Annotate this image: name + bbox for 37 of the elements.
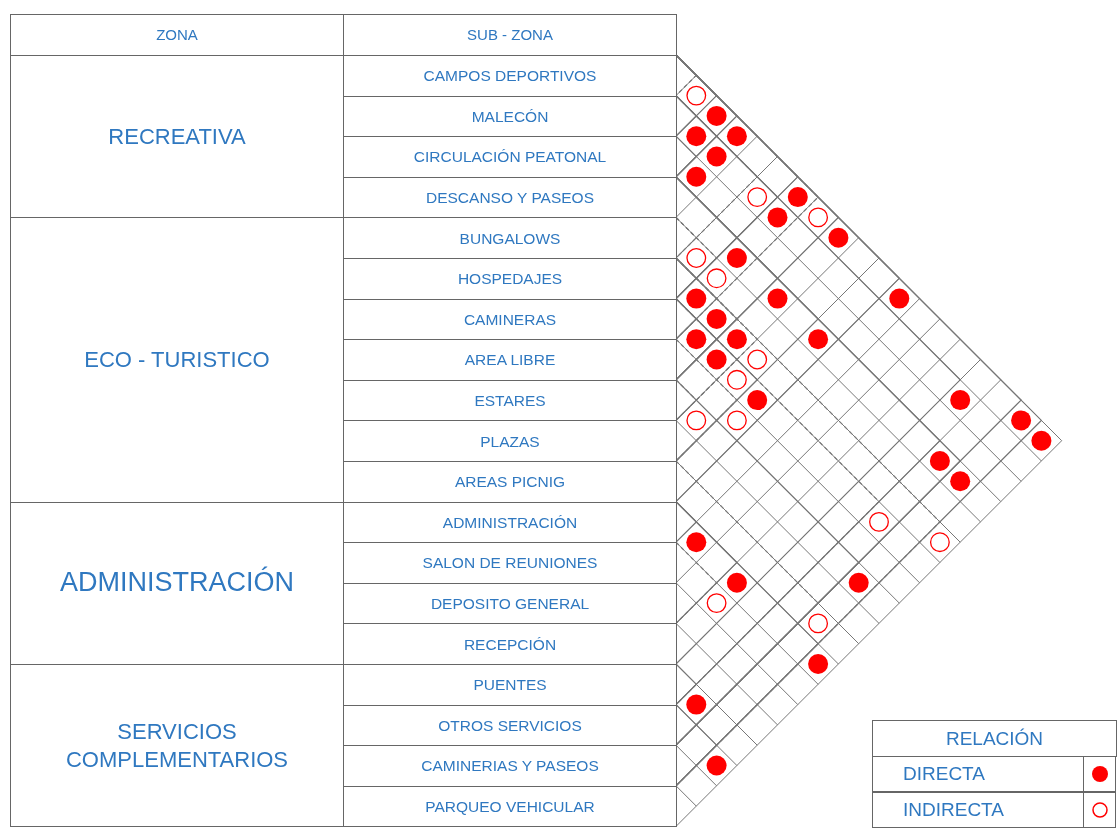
column-header: SUB - ZONA <box>467 25 553 45</box>
sub-zone-name: PUENTES <box>473 675 547 695</box>
sub-zone-name: ADMINISTRACIÓN <box>442 512 578 533</box>
direct-relation-dot <box>675 663 698 706</box>
column-header: ZONA <box>156 25 198 45</box>
header-cell <box>343 14 677 56</box>
sub-zone-name: SALON DE REUNIONES <box>422 553 598 573</box>
zone-name: ADMINISTRACIÓN <box>60 566 294 600</box>
sub-zone-name: BUNGALOWS <box>459 228 561 248</box>
sub-zone-name: MALECÓN <box>471 106 549 127</box>
sub-zone-name: CAMPOS DEPORTIVOS <box>423 66 597 86</box>
header-cell <box>10 14 344 56</box>
sub-zone-name: CAMINERAS <box>463 309 557 330</box>
sub-zone-name: DEPOSITO GENERAL <box>430 593 590 614</box>
zone-cell <box>10 664 344 828</box>
zone-name: ECO - TURISTICO <box>84 346 270 374</box>
sub-zone-name: AREA LIBRE <box>464 350 556 370</box>
sub-zone-name: PARQUEO VEHICULAR <box>425 796 595 817</box>
zone-name: SERVICIOS COMPLEMENTARIOS <box>64 718 290 774</box>
direct-relation-dot <box>675 704 718 787</box>
sub-zone-cell <box>343 785 677 828</box>
legend-text: DIRECTA <box>903 763 985 785</box>
zone-name: RECREATIVA <box>108 122 246 151</box>
legend-text: INDIRECTA <box>903 799 1004 821</box>
legend-title: RELACIÓN <box>945 726 1044 751</box>
sub-zone-name: CIRCULACIÓN PEATONAL <box>413 147 607 167</box>
sub-zone-name: CAMINERIAS Y PASEOS <box>421 756 599 776</box>
sub-zone-name: PLAZAS <box>480 431 540 451</box>
direct-relation-dot <box>675 379 860 746</box>
sub-zone-name: OTROS SERVICIOS <box>438 715 582 736</box>
sub-zone-name: HOSPEDAJES <box>457 269 563 289</box>
sub-zone-name: ESTARES <box>474 390 546 411</box>
indirect-relation-dot <box>675 338 738 462</box>
sub-zone-name: DESCANSO Y PASEOS <box>426 187 594 208</box>
sub-zone-name: RECEPCIÓN <box>463 634 557 654</box>
sub-zone-name: AREAS PICNIG <box>454 472 566 492</box>
direct-relation-dot <box>675 135 698 178</box>
